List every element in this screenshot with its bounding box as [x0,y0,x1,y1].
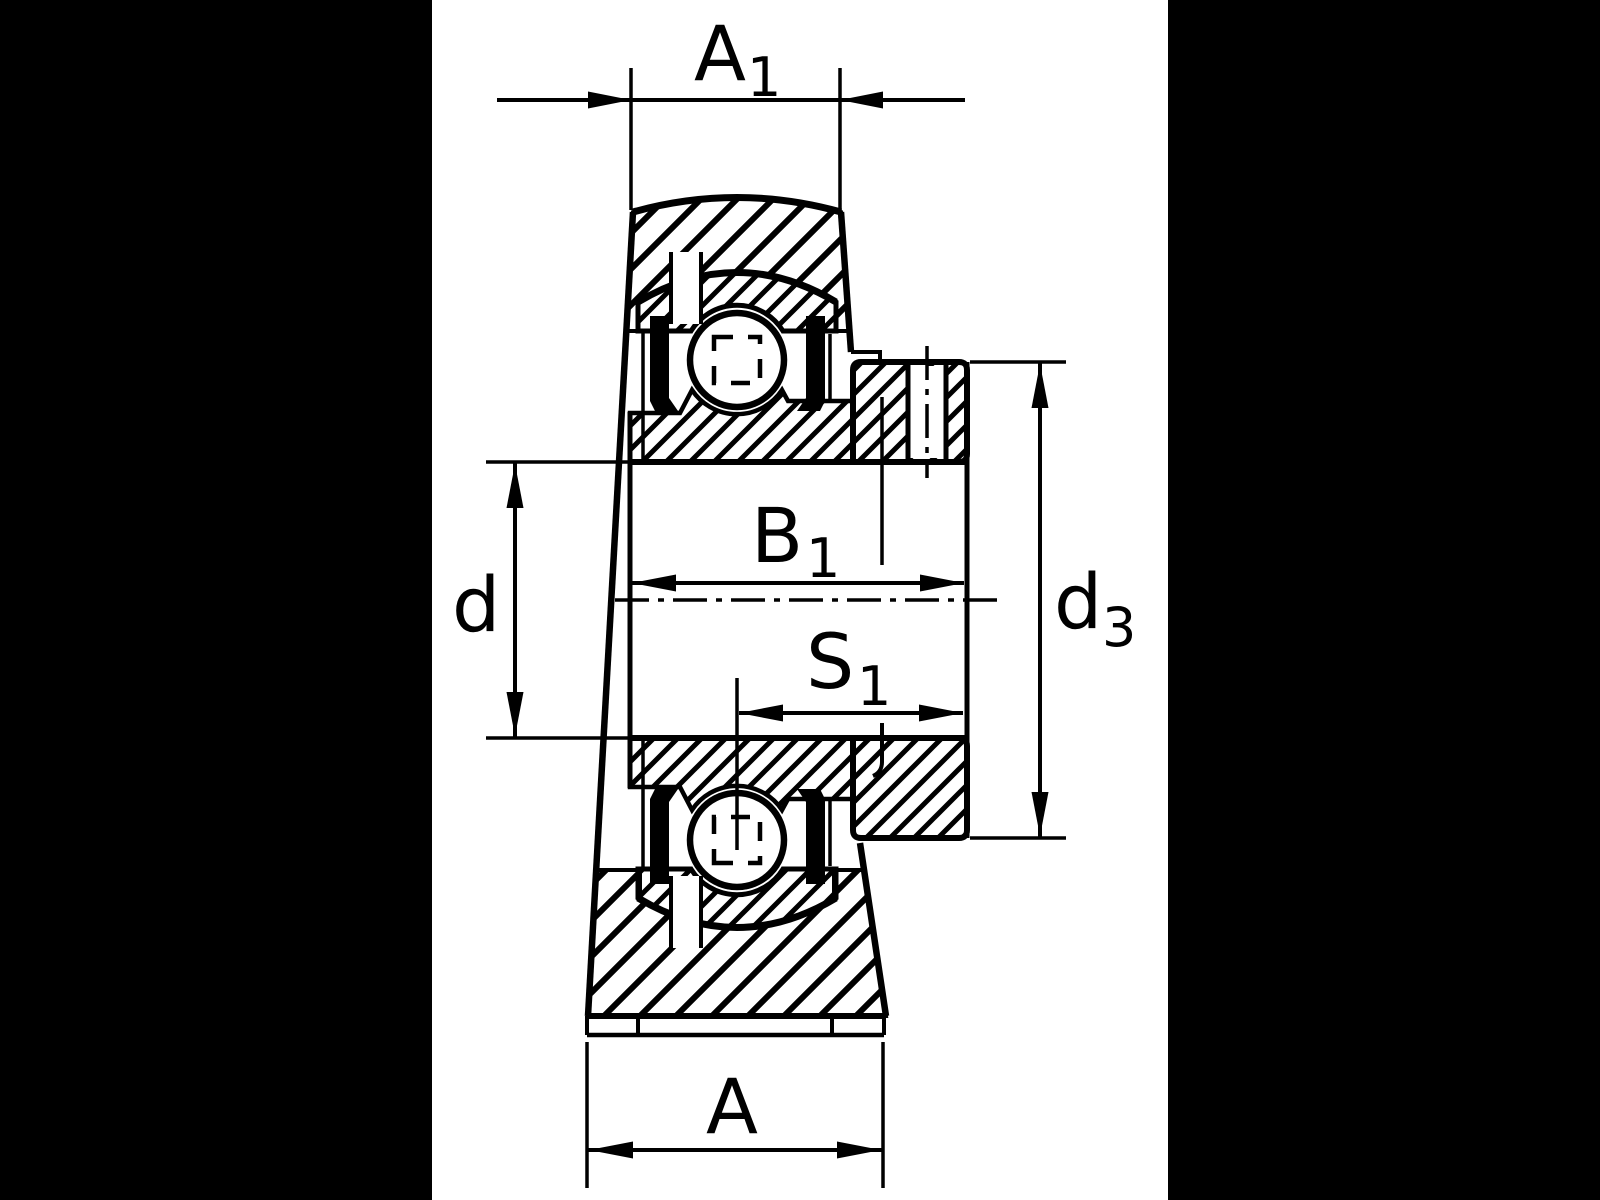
dim-label-a1-main: A [694,9,746,98]
d-arrow-top [506,464,524,508]
housing-wall-right-upper [837,211,855,353]
shoulder-line-bottom [872,723,884,778]
dimension-a: A [585,1042,885,1188]
d3-arrow-top [1031,364,1049,408]
housing [584,194,890,1038]
dim-label-d-main: d [452,560,500,649]
dim-label-s1-main: S [806,617,854,706]
housing-wall-right-lower [856,842,890,1017]
housing-ledge-right [851,350,882,362]
dimension-b1: B 1 [632,491,964,592]
dim-label-s1-sub: 1 [857,655,891,718]
dim-label-d3-sub: 3 [1102,596,1136,659]
a1-arrow-right [840,91,883,109]
a1-arrow-left [588,91,631,109]
housing-cap-top-arc [632,194,842,216]
a-arrow-right [837,1141,881,1159]
set-screw [905,346,949,478]
d3-arrow-bottom [1031,792,1049,836]
dim-label-a-main: A [706,1062,758,1151]
d-arrow-bottom [506,692,524,736]
b1-arrow-right [920,574,964,592]
housing-wall-left [584,211,637,1017]
dim-label-d3-main: d [1054,557,1102,646]
dim-label-b1-main: B [751,491,803,580]
dim-label-b1-sub: 1 [806,527,840,590]
letterbox-left [0,0,432,1200]
s1-arrow-right [919,704,963,722]
dimension-s1: S 1 [735,617,963,850]
dimension-d: d [452,460,648,740]
s1-arrow-left [739,704,783,722]
b1-arrow-left [632,574,676,592]
a-arrow-left [589,1141,633,1159]
dimension-a1: A 1 [497,9,965,212]
dimension-d3: d 3 [970,360,1136,840]
letterbox-right [1168,0,1600,1200]
dim-label-a1-sub: 1 [747,46,781,109]
